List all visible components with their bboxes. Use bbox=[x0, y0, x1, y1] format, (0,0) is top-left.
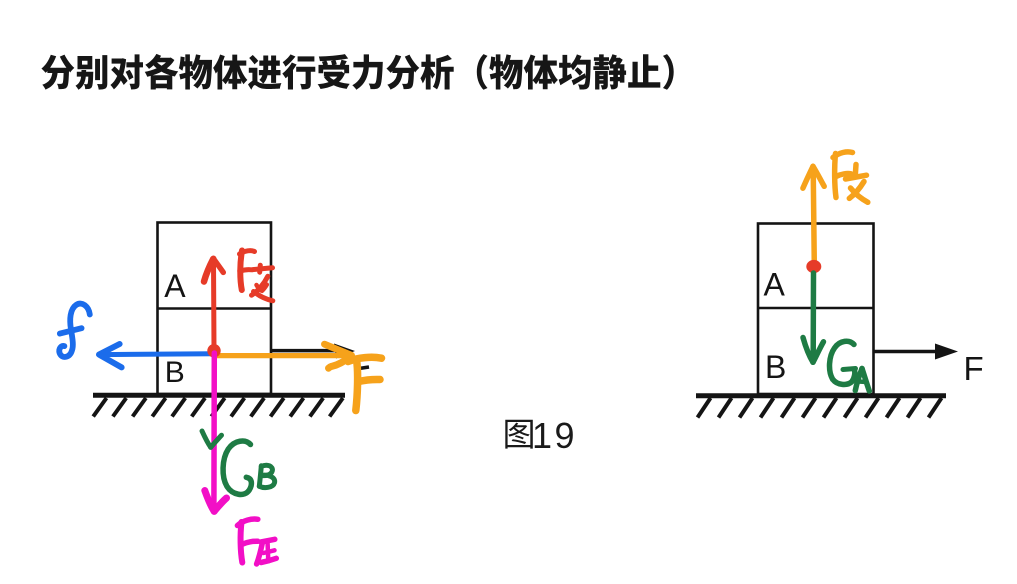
svg-text:F: F bbox=[964, 350, 984, 387]
svg-text:B: B bbox=[165, 356, 185, 389]
svg-text:B: B bbox=[765, 349, 786, 385]
svg-text:A: A bbox=[164, 268, 186, 304]
svg-text:A: A bbox=[764, 267, 786, 303]
svg-text:19: 19 bbox=[532, 415, 577, 456]
